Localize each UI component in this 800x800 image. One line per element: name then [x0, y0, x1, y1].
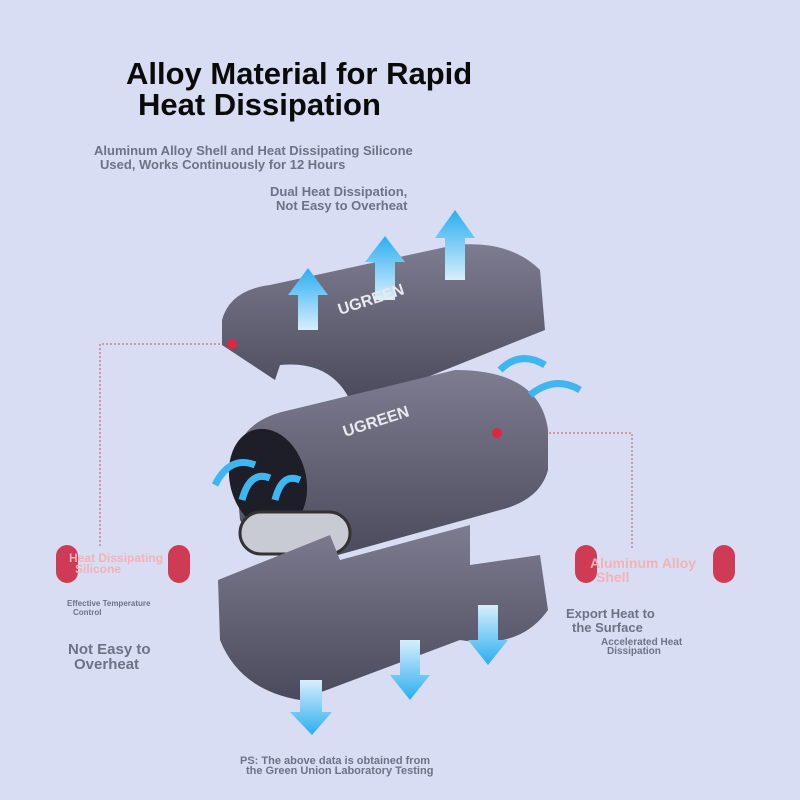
label-marker: [168, 545, 190, 583]
text-line: Heat Dissipation: [138, 87, 381, 122]
text-line: Aluminum Alloy Shell and Heat Dissipatin…: [94, 143, 413, 158]
text-line: PS: The above data is obtained from: [240, 755, 431, 767]
text-line: Overheat: [74, 656, 140, 673]
text-line: Dissipation: [607, 646, 661, 657]
text-line: Heat Dissipating: [69, 551, 164, 565]
heat-arrows-up: [288, 210, 475, 330]
text-line: Effective Temperature: [67, 599, 151, 608]
text-line: the Green Union Laboratory Testing: [246, 765, 434, 777]
heat-point-red: [492, 428, 502, 438]
text-line: Silicone: [75, 562, 122, 576]
heat-flow-arrows: [211, 355, 582, 501]
label-marker: [575, 545, 597, 583]
heat-arrows-down: [290, 605, 508, 735]
text-line: Dual Heat Dissipation,: [270, 184, 408, 199]
top-callout: Dual Heat Dissipation,Not Easy to Overhe…: [270, 185, 408, 213]
text-line: Used, Works Continuously for 12 Hours: [100, 157, 346, 172]
text-line: Export Heat to: [566, 606, 655, 621]
label-marker: [713, 545, 735, 583]
text-line: Not Easy to Overheat: [276, 198, 408, 213]
text-line: Alloy Material for Rapid: [126, 56, 473, 91]
label-marker: [56, 545, 78, 583]
text-line: Aluminum Alloy: [590, 555, 697, 571]
text-line: Accelerated Heat: [601, 637, 683, 648]
text-line: the Surface: [572, 620, 643, 635]
text-line: Not Easy to: [68, 641, 151, 658]
bottom-shell-half: [218, 525, 548, 700]
heat-point-red: [227, 339, 237, 349]
text-line: Shell: [596, 569, 630, 585]
text-line: Control: [73, 608, 102, 617]
subtitle: Aluminum Alloy Shell and Heat Dissipatin…: [94, 144, 413, 172]
